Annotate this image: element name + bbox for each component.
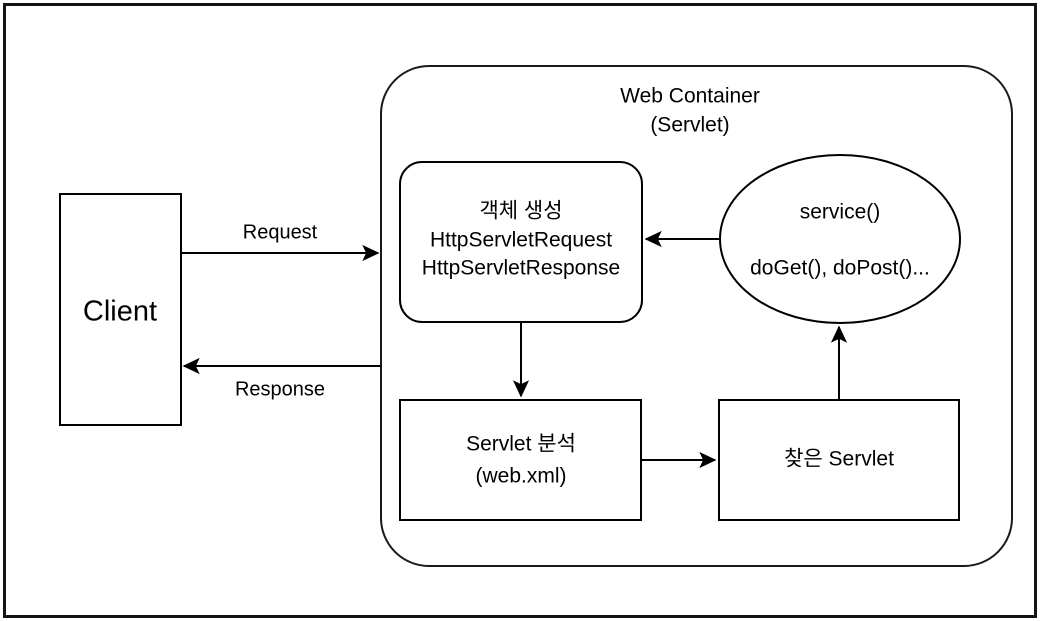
- web-container-boundary: [380, 65, 1013, 567]
- servlet-analysis-line1: Servlet 분석: [466, 433, 576, 456]
- servlet-analysis-line2: (web.xml): [475, 465, 566, 488]
- outer-frame: [3, 3, 1037, 618]
- response-label: Response: [235, 378, 325, 400]
- found-servlet-label: 찾은 Servlet: [784, 448, 894, 471]
- client-label: Client: [83, 296, 157, 328]
- client-box: [59, 193, 182, 426]
- web-container-title-line1: Web Container: [620, 85, 760, 108]
- web-container-title-line2: (Servlet): [650, 114, 729, 137]
- service-line1: service(): [800, 201, 881, 224]
- object-creation-line3: HttpServletResponse: [422, 257, 620, 280]
- request-label: Request: [243, 221, 318, 243]
- service-ellipse: [719, 154, 961, 324]
- object-creation-line2: HttpServletRequest: [430, 229, 612, 252]
- service-line2: doGet(), doPost()...: [750, 257, 930, 280]
- object-creation-line1: 객체 생성: [479, 200, 562, 223]
- servlet-analysis-box: [399, 399, 642, 521]
